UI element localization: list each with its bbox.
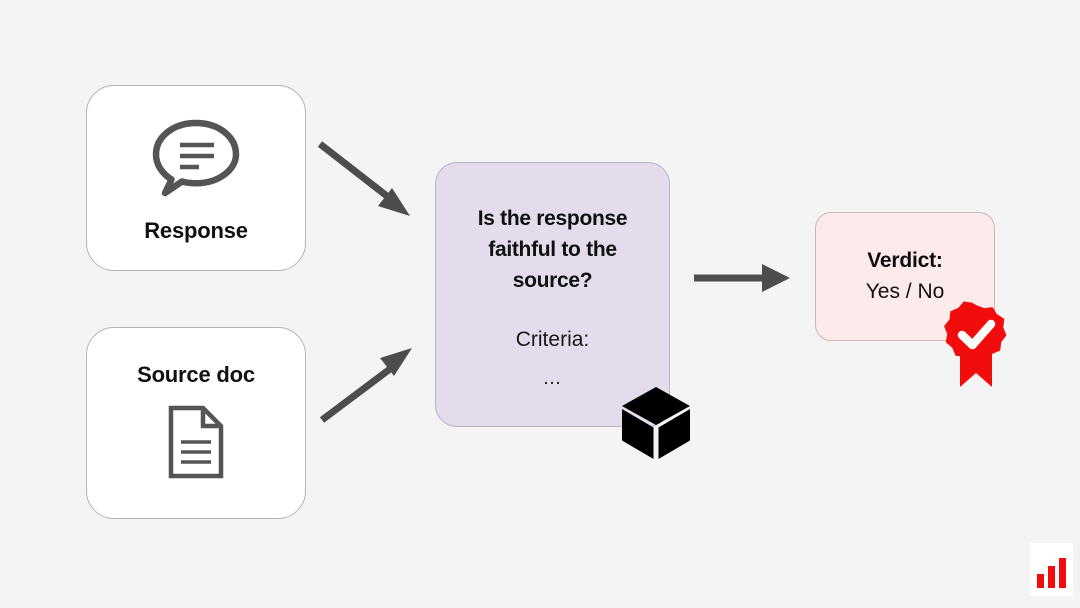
criteria-heading-label: Criteria:: [515, 328, 590, 351]
verdict-value-text: Yes / No: [865, 280, 945, 303]
criteria-card[interactable]: Is the response faithful to the source? …: [435, 162, 670, 427]
arrow-right-icon: [690, 262, 798, 301]
criteria-ellipsis-text: …: [542, 368, 563, 389]
speech-bubble-icon: [151, 117, 241, 204]
arrow-up-right-icon: [312, 340, 422, 435]
arrow-down-right-icon: [312, 136, 422, 231]
source-doc-card[interactable]: Source doc: [86, 327, 306, 519]
bar-chart-logo-icon: [1030, 543, 1073, 596]
logo-bar-2: [1048, 566, 1055, 588]
criteria-question-text: Is the response faithful to the source?: [477, 207, 628, 292]
response-card-label: Response: [144, 217, 248, 243]
logo-bar-3: [1059, 558, 1066, 588]
logo-bar-1: [1037, 574, 1044, 588]
document-icon: [165, 404, 227, 485]
response-card[interactable]: Response: [86, 85, 306, 271]
source-doc-card-label: Source doc: [137, 361, 255, 387]
verdict-title-label: Verdict:: [867, 249, 943, 272]
award-ribbon-check-icon: [943, 297, 1009, 394]
cube-icon: [620, 385, 692, 466]
